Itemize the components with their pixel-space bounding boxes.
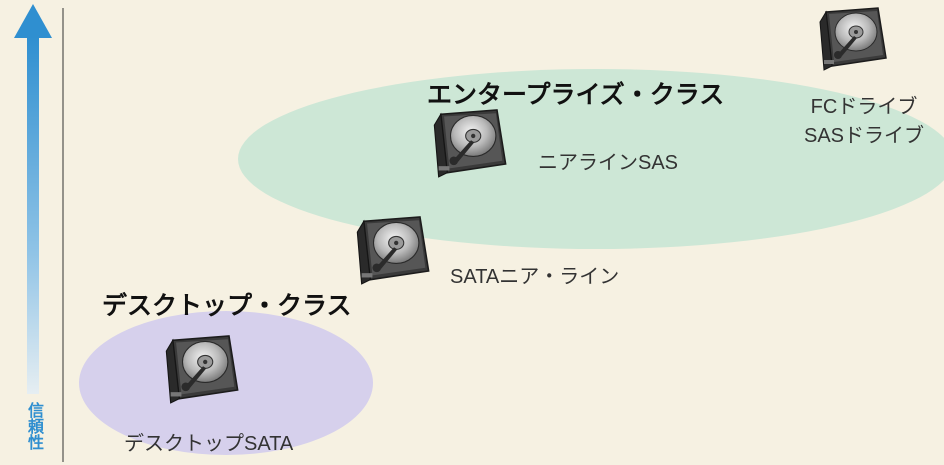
sata-nearline-drive-icon	[356, 216, 430, 285]
reliability-axis-label: 信頼性	[25, 402, 44, 450]
fc-sas-drive-label: FCドライブ SASドライブ	[794, 93, 934, 151]
desktop-class-label: デスクトップ・クラス	[102, 291, 352, 320]
fc-drive-label: FCドライブ	[810, 96, 918, 118]
desktop-sata-label: デスクトップSATA	[124, 433, 294, 455]
enterprise-class-region	[238, 69, 944, 249]
nearline-sas-label: ニアラインSAS	[538, 152, 679, 174]
fc-drive-icon	[819, 7, 887, 71]
sata-nearline-label: SATAニア・ライン	[450, 266, 620, 288]
reliability-arrow	[14, 4, 52, 394]
sas-drive-label: SASドライブ	[803, 125, 925, 147]
enterprise-class-label: エンタープライズ・クラス	[427, 80, 725, 109]
